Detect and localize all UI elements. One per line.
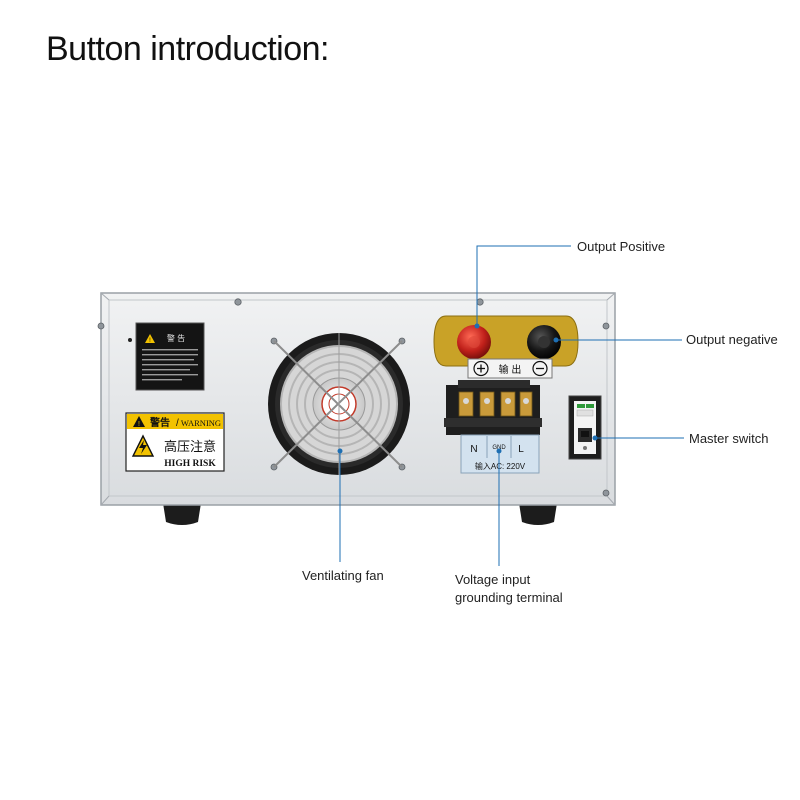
output-terminal-plate xyxy=(433,315,579,367)
high-risk-warning-sticker: ! 警告 / WARNING 高压注意 HIGH RISK xyxy=(125,412,225,472)
terminal-n: N xyxy=(470,444,477,455)
callout-dots xyxy=(337,323,598,454)
callout-voltage-input: Voltage input grounding terminal xyxy=(455,571,563,607)
callout-output-positive: Output Positive xyxy=(577,239,666,254)
chassis-foot-left xyxy=(163,503,201,525)
high-voltage-icon xyxy=(131,434,155,457)
master-switch[interactable] xyxy=(568,395,602,460)
terminal-l: L xyxy=(518,444,524,455)
svg-text:!: ! xyxy=(138,421,140,428)
input-terminal-block xyxy=(444,380,542,435)
warning-triangle-icon xyxy=(133,416,145,427)
callout-output-negative: Output negative xyxy=(686,332,778,347)
input-ac-label: 输入AC: 220V xyxy=(475,461,526,471)
screws xyxy=(97,298,610,497)
fan-icon xyxy=(268,333,410,475)
notice-header: 警 告 xyxy=(167,333,185,343)
output-label: 输 出 xyxy=(499,363,522,376)
high-risk-text: HIGH RISK xyxy=(164,459,216,469)
callout-voltage-input-line2: grounding terminal xyxy=(455,590,563,605)
high-voltage-cn: 高压注意 xyxy=(164,439,216,454)
callout-master-switch: Master switch xyxy=(689,431,769,446)
terminal-gnd: GND xyxy=(492,445,506,451)
minus-icon xyxy=(532,360,548,377)
plus-icon xyxy=(473,360,489,377)
chassis-foot-right xyxy=(519,503,557,525)
input-label-plate: N GND L 输入AC: 220V xyxy=(460,434,540,474)
callout-ventilating-fan: Ventilating fan xyxy=(302,568,384,583)
warning-header-en: WARNING xyxy=(181,418,221,428)
warning-triangle-icon: ! xyxy=(145,334,155,344)
svg-text:/: / xyxy=(176,418,179,429)
output-label-strip: 输 出 xyxy=(467,358,553,379)
callout-voltage-input-line1: Voltage input xyxy=(455,572,531,587)
notice-label: ! 警 告 xyxy=(135,322,205,391)
svg-text:!: ! xyxy=(149,338,151,344)
warning-header-cn: 警告 xyxy=(149,416,170,429)
callout-lines xyxy=(339,245,684,566)
page-title: Button introduction: xyxy=(46,30,329,68)
